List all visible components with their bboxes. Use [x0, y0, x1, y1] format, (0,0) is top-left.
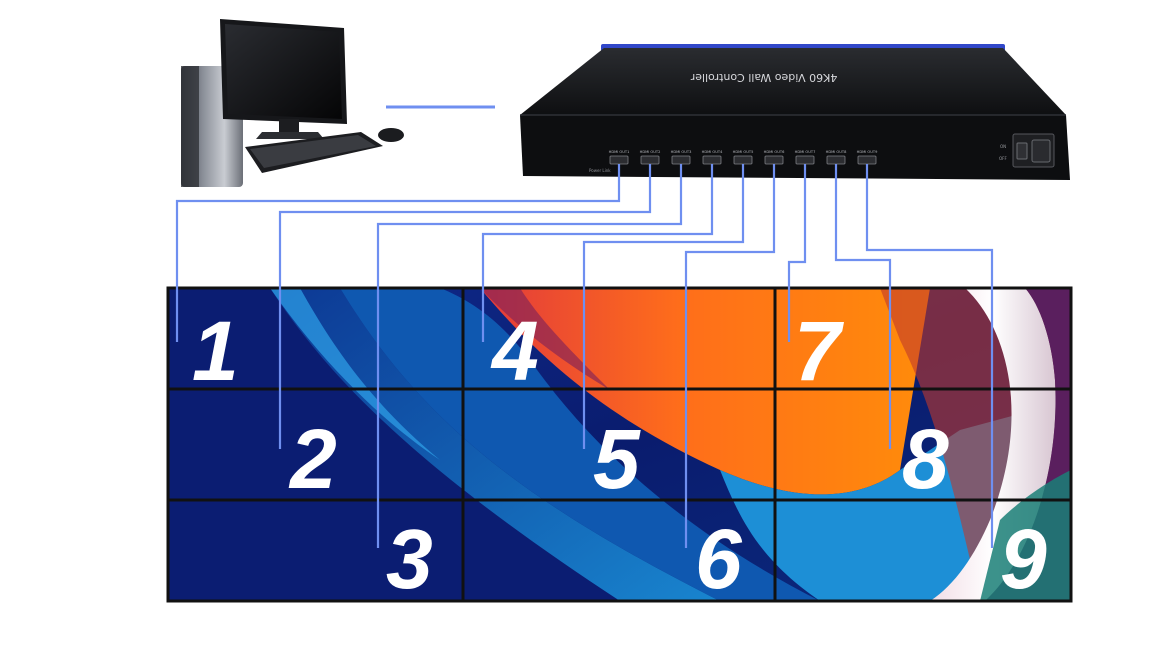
hdmi-port-2: HDMI OUT2 — [640, 150, 661, 165]
screen-number-3: 3 — [386, 512, 433, 606]
hdmi-port-label: HDMI OUT8 — [826, 150, 847, 154]
screen-number-7: 7 — [794, 304, 844, 398]
keyboard — [245, 132, 383, 173]
hdmi-port-1: HDMI OUT1 — [609, 150, 630, 165]
screen-number-6: 6 — [695, 512, 743, 606]
controller-title: 4K60 Video Wall Controller — [690, 71, 837, 84]
hdmi-port-label: HDMI OUT5 — [733, 150, 754, 154]
hdmi-port-label: HDMI OUT9 — [857, 150, 878, 154]
screen-number-8: 8 — [902, 412, 949, 506]
hdmi-port-label: HDMI OUT7 — [795, 150, 816, 154]
hdmi-port-5: HDMI OUT5 — [733, 150, 754, 165]
hdmi-cable-6 — [684, 164, 776, 548]
power-socket: ON OFF — [999, 133, 1055, 168]
hdmi-port-panel: HDMI OUT1 HDMI OUT2 HDMI OUT3 HDMI OUT4 HDMI… — [609, 150, 878, 165]
hdmi-cable-5 — [582, 164, 745, 449]
mouse — [378, 128, 404, 142]
hdmi-cable-3 — [376, 164, 683, 548]
hdmi-port-label: HDMI OUT1 — [609, 150, 630, 154]
screen-number-1: 1 — [192, 304, 239, 398]
hdmi-cable-1 — [175, 164, 621, 342]
hdmi-port-label: HDMI OUT2 — [640, 150, 661, 154]
screen-number-2: 2 — [288, 412, 337, 506]
hdmi-port-7: HDMI OUT7 — [795, 150, 816, 165]
screen-number-4: 4 — [490, 304, 539, 398]
hdmi-cables — [175, 164, 994, 548]
screen-number-5: 5 — [593, 412, 641, 506]
hdmi-port-label: HDMI OUT4 — [702, 150, 723, 154]
power-switch-off-label: OFF — [999, 156, 1007, 161]
hdmi-port-label: HDMI OUT6 — [764, 150, 785, 154]
screen-numbers: 123 456 789 — [192, 304, 1047, 606]
power-switch-on-label: ON — [1000, 144, 1006, 149]
power-link-label: Power Link — [589, 168, 611, 173]
screen-number-9: 9 — [1000, 512, 1047, 606]
hdmi-port-9: HDMI OUT9 — [857, 150, 878, 165]
monitor — [220, 19, 347, 139]
hdmi-port-6: HDMI OUT6 — [764, 150, 785, 165]
hdmi-port-3: HDMI OUT3 — [671, 150, 692, 165]
hdmi-port-8: HDMI OUT8 — [826, 150, 847, 165]
hdmi-cable-9 — [865, 164, 994, 548]
hdmi-cable-7 — [787, 164, 807, 342]
hdmi-cable-2 — [278, 164, 652, 449]
computer — [181, 19, 404, 187]
hdmi-port-label: HDMI OUT3 — [671, 150, 692, 154]
hdmi-port-4: HDMI OUT4 — [702, 150, 723, 165]
hdmi-cable-4 — [481, 164, 714, 342]
hdmi-cable-8 — [834, 164, 892, 449]
